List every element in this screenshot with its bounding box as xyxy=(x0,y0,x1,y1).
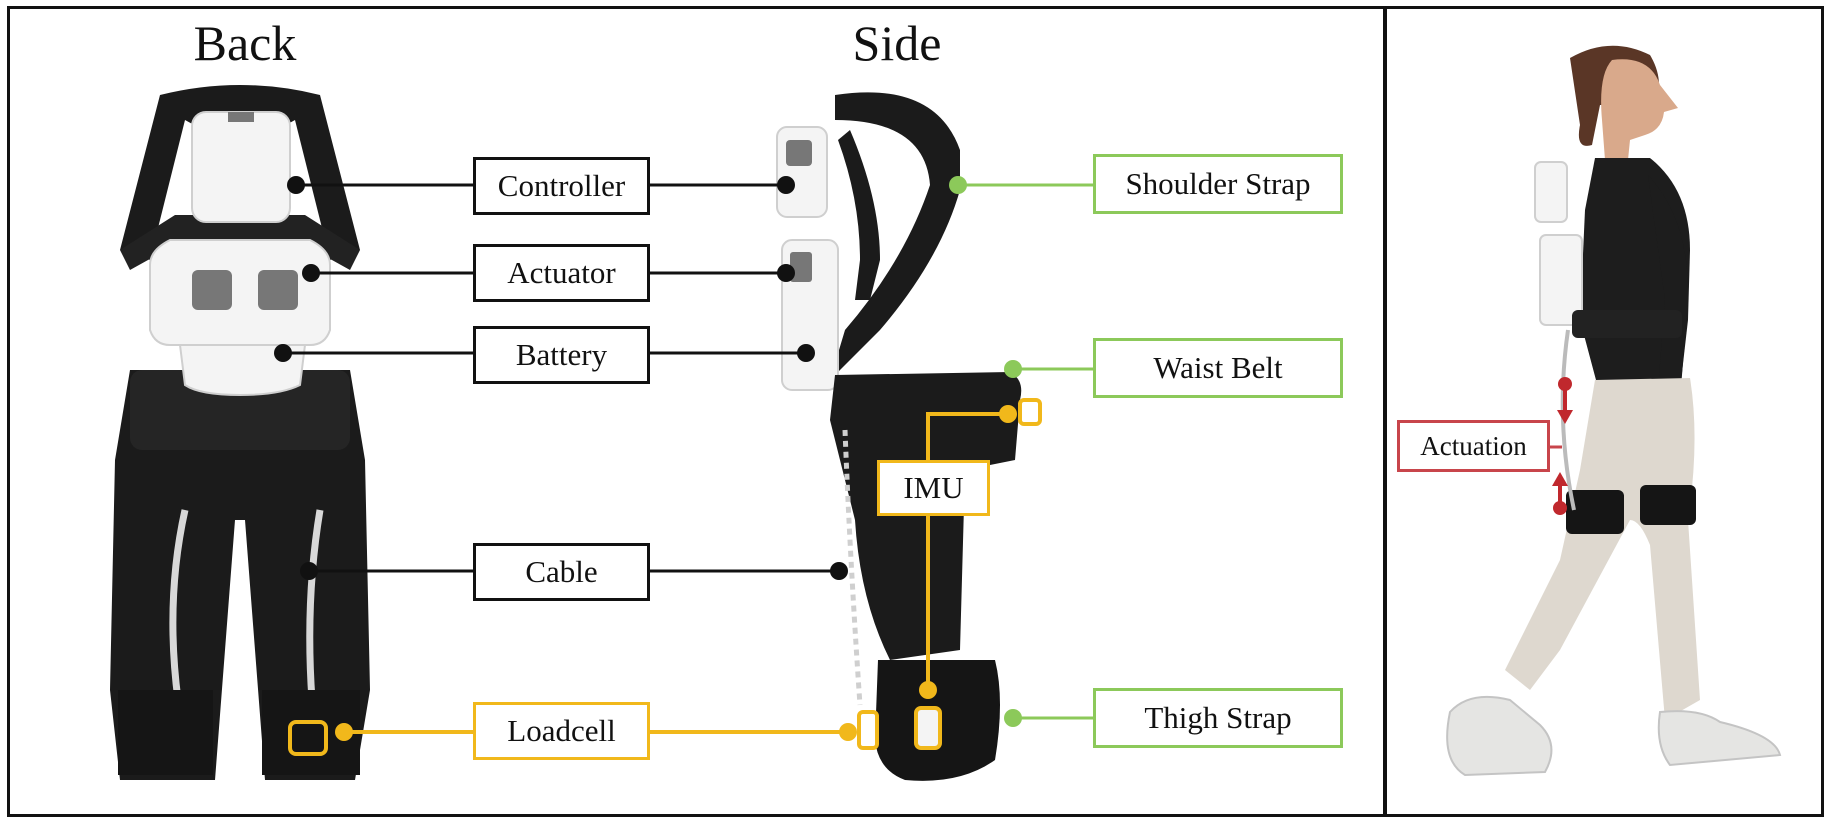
green-leader-lines xyxy=(958,183,1094,720)
cable-label: Cable xyxy=(473,543,650,601)
back-view-exosuit xyxy=(110,85,370,780)
actuator-label: Actuator xyxy=(473,244,650,302)
shoulder-strap-label: Shoulder Strap xyxy=(1093,154,1343,214)
yellow-leader-lines xyxy=(344,412,1008,734)
thigh-strap-label: Thigh Strap xyxy=(1093,688,1343,748)
black-leader-dots xyxy=(274,176,848,580)
side-view-heading: Side xyxy=(852,15,942,71)
yellow-leader-dots xyxy=(335,405,1017,741)
green-leader-dots xyxy=(949,176,1022,727)
loadcell-label: Loadcell xyxy=(473,702,650,760)
battery-label: Battery xyxy=(473,326,650,384)
back-view-heading: Back xyxy=(193,15,297,71)
waist-belt-label: Waist Belt xyxy=(1093,338,1343,398)
black-leader-lines xyxy=(283,183,839,573)
controller-label: Controller xyxy=(473,157,650,215)
actuation-label: Actuation xyxy=(1397,420,1550,472)
side-view-exosuit xyxy=(776,92,1042,781)
imu-label: IMU xyxy=(877,460,990,516)
walking-person-photo xyxy=(1446,45,1782,777)
right-panel-frame xyxy=(1383,6,1824,817)
